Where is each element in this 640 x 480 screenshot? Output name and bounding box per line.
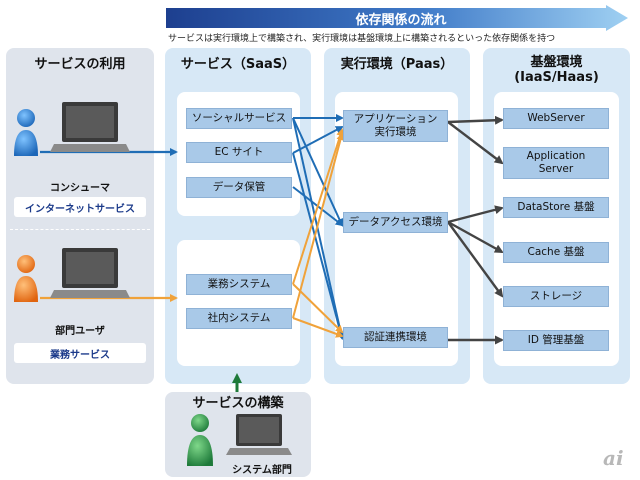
department-label: 部門ユーザ xyxy=(55,326,105,337)
iaas-storage: ストレージ xyxy=(503,286,609,307)
system-dept-person-icon xyxy=(187,414,213,466)
runtime-column-title: 実行環境（Paas） xyxy=(340,57,454,72)
paas-auth: 認証連携環境 xyxy=(343,327,448,348)
flow-subtitle: サービスは実行環境上で構築され、実行環境は基盤環境上に構築されるといった依存関係… xyxy=(168,34,556,44)
flow-title: 依存関係の流れ xyxy=(355,13,447,28)
iaas-webserver: WebServer xyxy=(503,108,609,129)
department-person-icon xyxy=(14,255,38,302)
system-dept-laptop-icon xyxy=(226,414,292,455)
paas-app-runtime: アプリケーション 実行環境 xyxy=(343,110,448,142)
dependency-flow-arrow: 依存関係の流れ xyxy=(166,5,628,31)
saas-internal-system: 社内システム xyxy=(186,308,292,329)
usage-column-title: サービスの利用 xyxy=(34,57,126,72)
consumer-figure xyxy=(12,100,132,180)
ai-logo: ai xyxy=(603,446,624,470)
infra-column-title: 基盤環境 (IaaS/Haas) xyxy=(514,55,599,85)
saas-panel-lower xyxy=(177,240,300,366)
consumer-person-icon xyxy=(14,109,38,156)
department-laptop-icon xyxy=(50,248,130,298)
consumer-laptop-icon xyxy=(50,102,130,152)
iaas-id-management: ID 管理基盤 xyxy=(503,330,609,351)
iaas-datastore: DataStore 基盤 xyxy=(503,197,609,218)
build-title: サービスの構築 xyxy=(192,396,284,411)
saas-business-system: 業務システム xyxy=(186,274,292,295)
service-column-title: サービス（SaaS） xyxy=(180,57,296,72)
paas-data-access: データアクセス環境 xyxy=(343,212,448,233)
saas-data-storage: データ保管 xyxy=(186,177,292,198)
iaas-panel xyxy=(494,92,619,366)
iaas-cache: Cache 基盤 xyxy=(503,242,609,263)
flow-arrow-shape xyxy=(166,5,628,31)
department-service-label: 業務サービス xyxy=(14,343,146,363)
department-figure xyxy=(12,246,132,326)
system-dept-label: システム部門 xyxy=(232,465,292,476)
build-figure xyxy=(178,410,298,474)
saas-ec-site: EC サイト xyxy=(186,142,292,163)
saas-social-service: ソーシャルサービス xyxy=(186,108,292,129)
consumer-label: コンシューマ xyxy=(50,183,110,194)
usage-divider xyxy=(10,229,150,230)
consumer-service-label: インターネットサービス xyxy=(14,197,146,217)
iaas-application-server: Application Server xyxy=(503,147,609,179)
